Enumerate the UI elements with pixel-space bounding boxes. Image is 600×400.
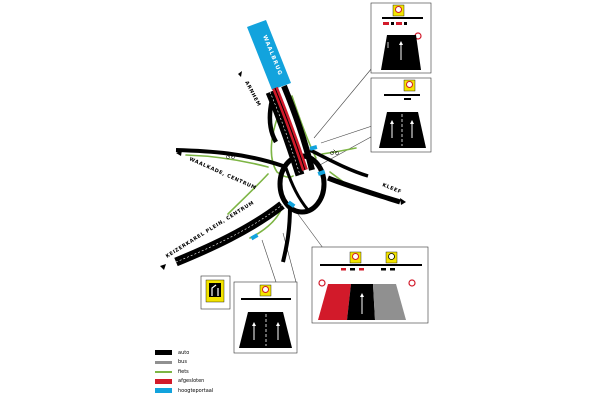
arrow-icon xyxy=(176,150,182,156)
arrow-icon xyxy=(160,264,166,270)
legend-swatch xyxy=(155,360,172,364)
arrow-icon xyxy=(238,71,242,77)
closed-route-center-line xyxy=(274,87,306,171)
arrow-icon xyxy=(400,198,406,205)
direction-arnhem: ARNHEM xyxy=(238,71,262,108)
callout-panel-1 xyxy=(370,2,432,74)
car-roads xyxy=(174,84,401,267)
legend-swatch xyxy=(155,388,172,394)
car-lane xyxy=(347,284,375,320)
legend-swatch xyxy=(155,378,172,384)
legend-label: hoogteportaal xyxy=(178,387,214,394)
lane-markings xyxy=(175,91,301,263)
legend: auto bus fiets afgesloten hoogteportaal xyxy=(155,348,275,396)
bike-icon xyxy=(330,149,339,155)
height-portal-marker xyxy=(317,169,326,176)
arnhem-label: ARNHEM xyxy=(243,80,261,108)
legend-item-afgesloten: afgesloten xyxy=(155,377,275,387)
legend-label: auto xyxy=(178,349,190,356)
waalbrug-bridge xyxy=(247,20,291,90)
legend-label: afgesloten xyxy=(178,378,205,385)
road-surface xyxy=(239,312,292,348)
legend-swatch xyxy=(155,371,172,373)
legend-swatch xyxy=(155,350,172,356)
height-portal-marker xyxy=(250,233,259,241)
height-portal-marker xyxy=(309,145,318,151)
legend-label: fiets xyxy=(178,368,189,375)
road-surface xyxy=(379,112,426,148)
turn-sign-box xyxy=(200,275,231,310)
callout-panel-4 xyxy=(233,281,298,354)
callout-panel-3 xyxy=(311,246,429,324)
overhead-gantry xyxy=(384,94,420,96)
overhead-gantry xyxy=(241,298,291,300)
legend-item-bus: bus xyxy=(155,358,275,368)
legend-label: bus xyxy=(178,359,187,366)
legend-item-fiets: fiets xyxy=(155,367,275,377)
overhead-gantry xyxy=(320,264,422,266)
legend-item-auto: auto xyxy=(155,348,275,358)
legend-item-hoogteportaal: hoogteportaal xyxy=(155,386,275,396)
road-closed-sign-icon xyxy=(318,279,326,287)
overhead-gantry xyxy=(382,17,423,19)
callout-panel-2 xyxy=(370,77,432,153)
closed-lane xyxy=(318,284,351,320)
height-portals xyxy=(250,145,326,241)
height-portal-marker xyxy=(287,200,296,208)
bus-lane xyxy=(373,284,406,320)
kleef-label: KLEEF xyxy=(381,182,402,195)
road-closed-sign-icon xyxy=(408,279,416,287)
bike-icon xyxy=(226,153,235,159)
